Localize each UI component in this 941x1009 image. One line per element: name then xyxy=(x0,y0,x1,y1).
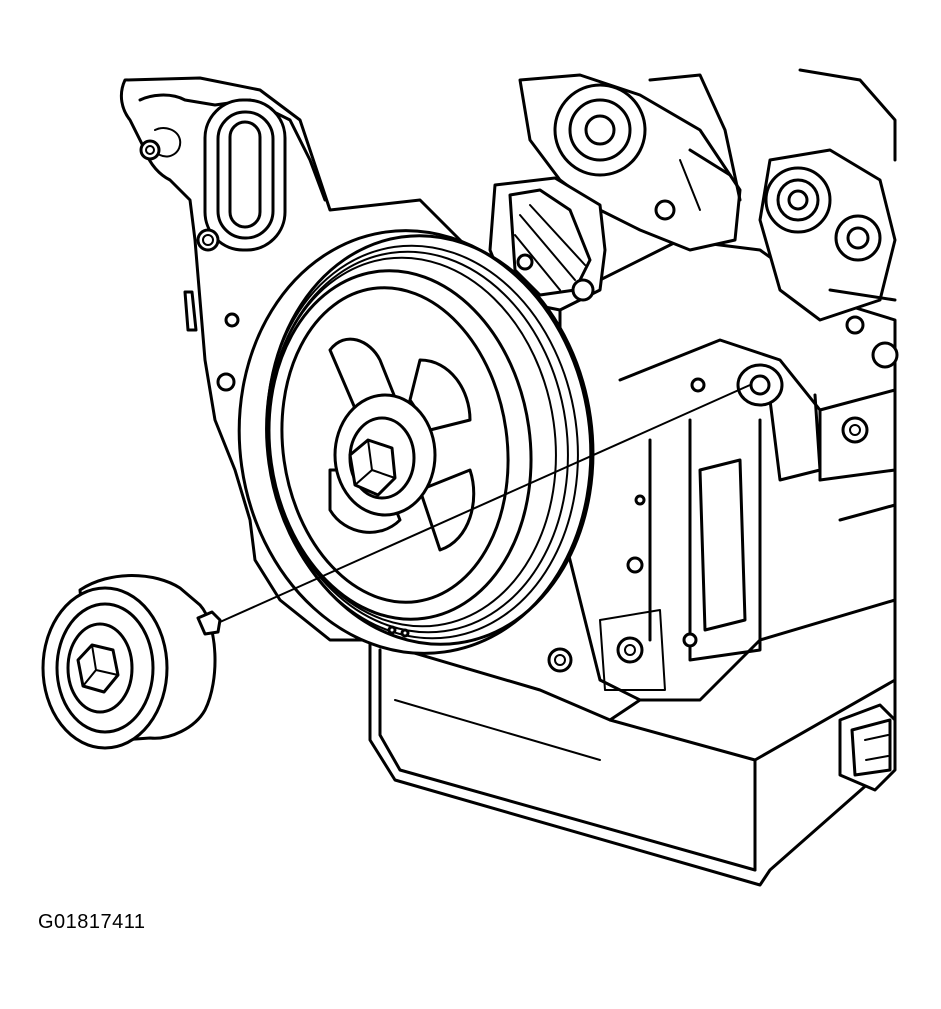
engine-block-front xyxy=(547,238,897,702)
crankshaft-pulley xyxy=(237,229,595,655)
figure-id-label: G01817411 xyxy=(38,911,146,933)
drain-plug xyxy=(838,703,897,792)
idler-pulley xyxy=(41,574,222,750)
alignment-line xyxy=(219,384,751,623)
cover-bolts xyxy=(139,139,240,392)
idler-mount-hole xyxy=(736,363,784,407)
tensioner-assembly xyxy=(518,73,742,252)
cover-slot-boss xyxy=(203,98,287,252)
idler-pulley-upper-right xyxy=(758,68,899,369)
crankshaft-bolt xyxy=(348,438,410,638)
